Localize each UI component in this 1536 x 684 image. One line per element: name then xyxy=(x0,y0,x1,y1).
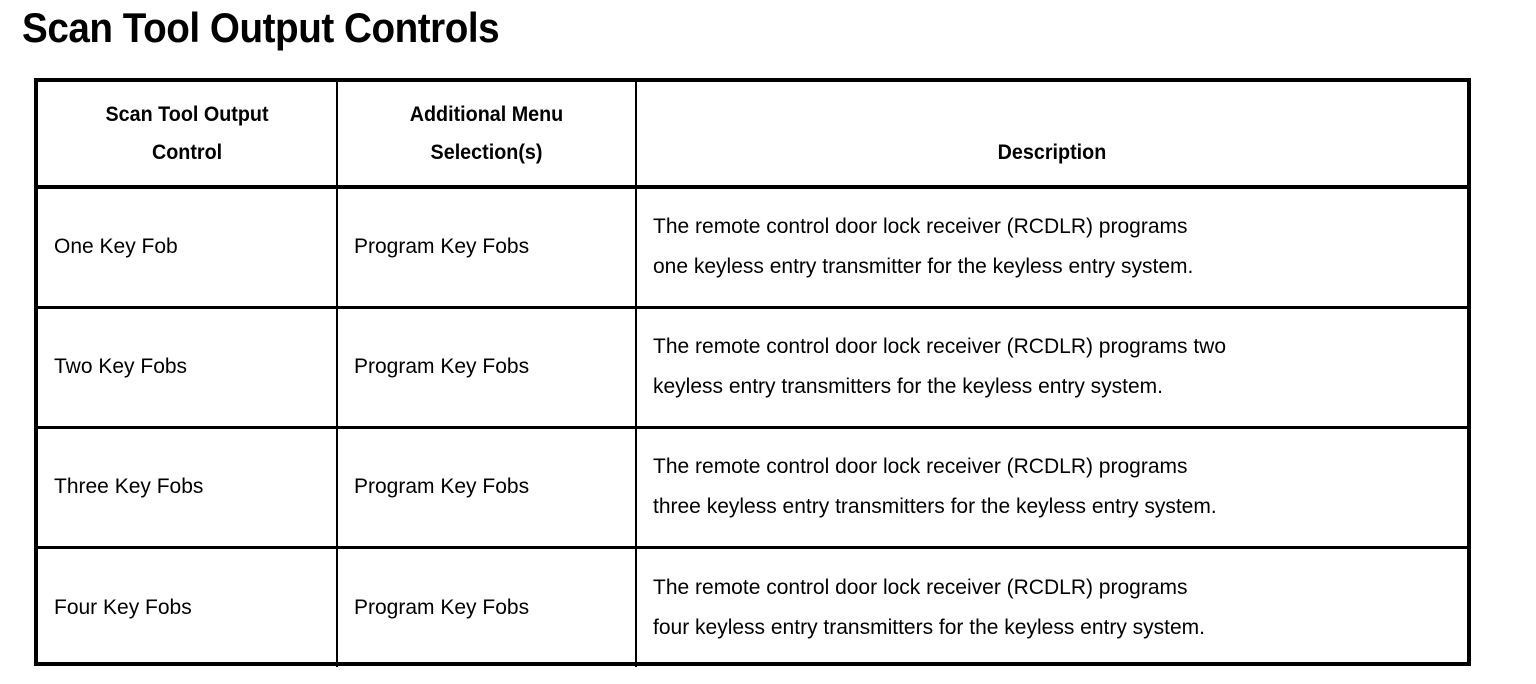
page-title: Scan Tool Output Controls xyxy=(22,4,500,51)
cell-description-line1: The remote control door lock receiver (R… xyxy=(653,575,1188,599)
cell-description-line2: four keyless entry transmitters for the … xyxy=(653,615,1206,639)
column-header-control-line2: Control xyxy=(151,140,223,164)
cell-control: Three Key Fobs xyxy=(38,425,338,547)
cell-description-line2: three keyless entry transmitters for the… xyxy=(653,495,1217,518)
table-row: One Key Fob Program Key Fobs The remote … xyxy=(38,187,1467,307)
cell-description: The remote control door lock receiver (R… xyxy=(636,545,1467,667)
column-header-description-text: Description xyxy=(997,140,1107,164)
scan-tool-output-controls-table: Scan Tool Output Control Additional Menu… xyxy=(34,78,1471,667)
column-header-menu-line1: Additional Menu xyxy=(409,102,564,126)
header-row: Scan Tool Output Control Additional Menu… xyxy=(38,82,1467,189)
header-text-group: Scan Tool Output Control xyxy=(47,96,327,172)
cell-control: Four Key Fobs xyxy=(38,545,338,667)
cell-menu-selection: Program Key Fobs xyxy=(337,425,637,547)
cell-menu-selection: Program Key Fobs xyxy=(337,545,637,667)
cell-description-line1: The remote control door lock receiver (R… xyxy=(653,335,1227,358)
cell-menu-selection: Program Key Fobs xyxy=(337,305,637,427)
cell-description-line2: keyless entry transmitters for the keyle… xyxy=(653,375,1163,398)
table-row: Four Key Fobs Program Key Fobs The remot… xyxy=(38,545,1467,667)
column-header-control-line1: Scan Tool Output xyxy=(105,102,269,126)
cell-description-line2: one keyless entry transmitter for the ke… xyxy=(653,255,1194,279)
table-row: Three Key Fobs Program Key Fobs The remo… xyxy=(38,425,1467,547)
cell-description-line1: The remote control door lock receiver (R… xyxy=(653,455,1188,478)
cell-description: The remote control door lock receiver (R… xyxy=(636,425,1467,547)
table-row: Two Key Fobs Program Key Fobs The remote… xyxy=(38,305,1467,427)
table-body: One Key Fob Program Key Fobs The remote … xyxy=(38,187,1467,667)
controls-table: Scan Tool Output Control Additional Menu… xyxy=(38,82,1467,667)
cell-menu-selection: Program Key Fobs xyxy=(337,187,637,307)
header-text-group: Additional Menu Selection(s) xyxy=(347,96,626,172)
column-header-description: Description xyxy=(660,82,1443,189)
cell-description-line1: The remote control door lock receiver (R… xyxy=(653,215,1188,239)
cell-control: Two Key Fobs xyxy=(38,305,338,427)
column-header-menu-line2: Selection(s) xyxy=(430,140,543,164)
cell-control: One Key Fob xyxy=(38,187,338,307)
column-header-additional-menu-selections: Additional Menu Selection(s) xyxy=(345,82,628,189)
table-header: Scan Tool Output Control Additional Menu… xyxy=(38,82,1467,189)
cell-description: The remote control door lock receiver (R… xyxy=(636,305,1467,427)
cell-description: The remote control door lock receiver (R… xyxy=(636,187,1467,307)
column-header-scan-tool-output-control: Scan Tool Output Control xyxy=(46,82,329,189)
